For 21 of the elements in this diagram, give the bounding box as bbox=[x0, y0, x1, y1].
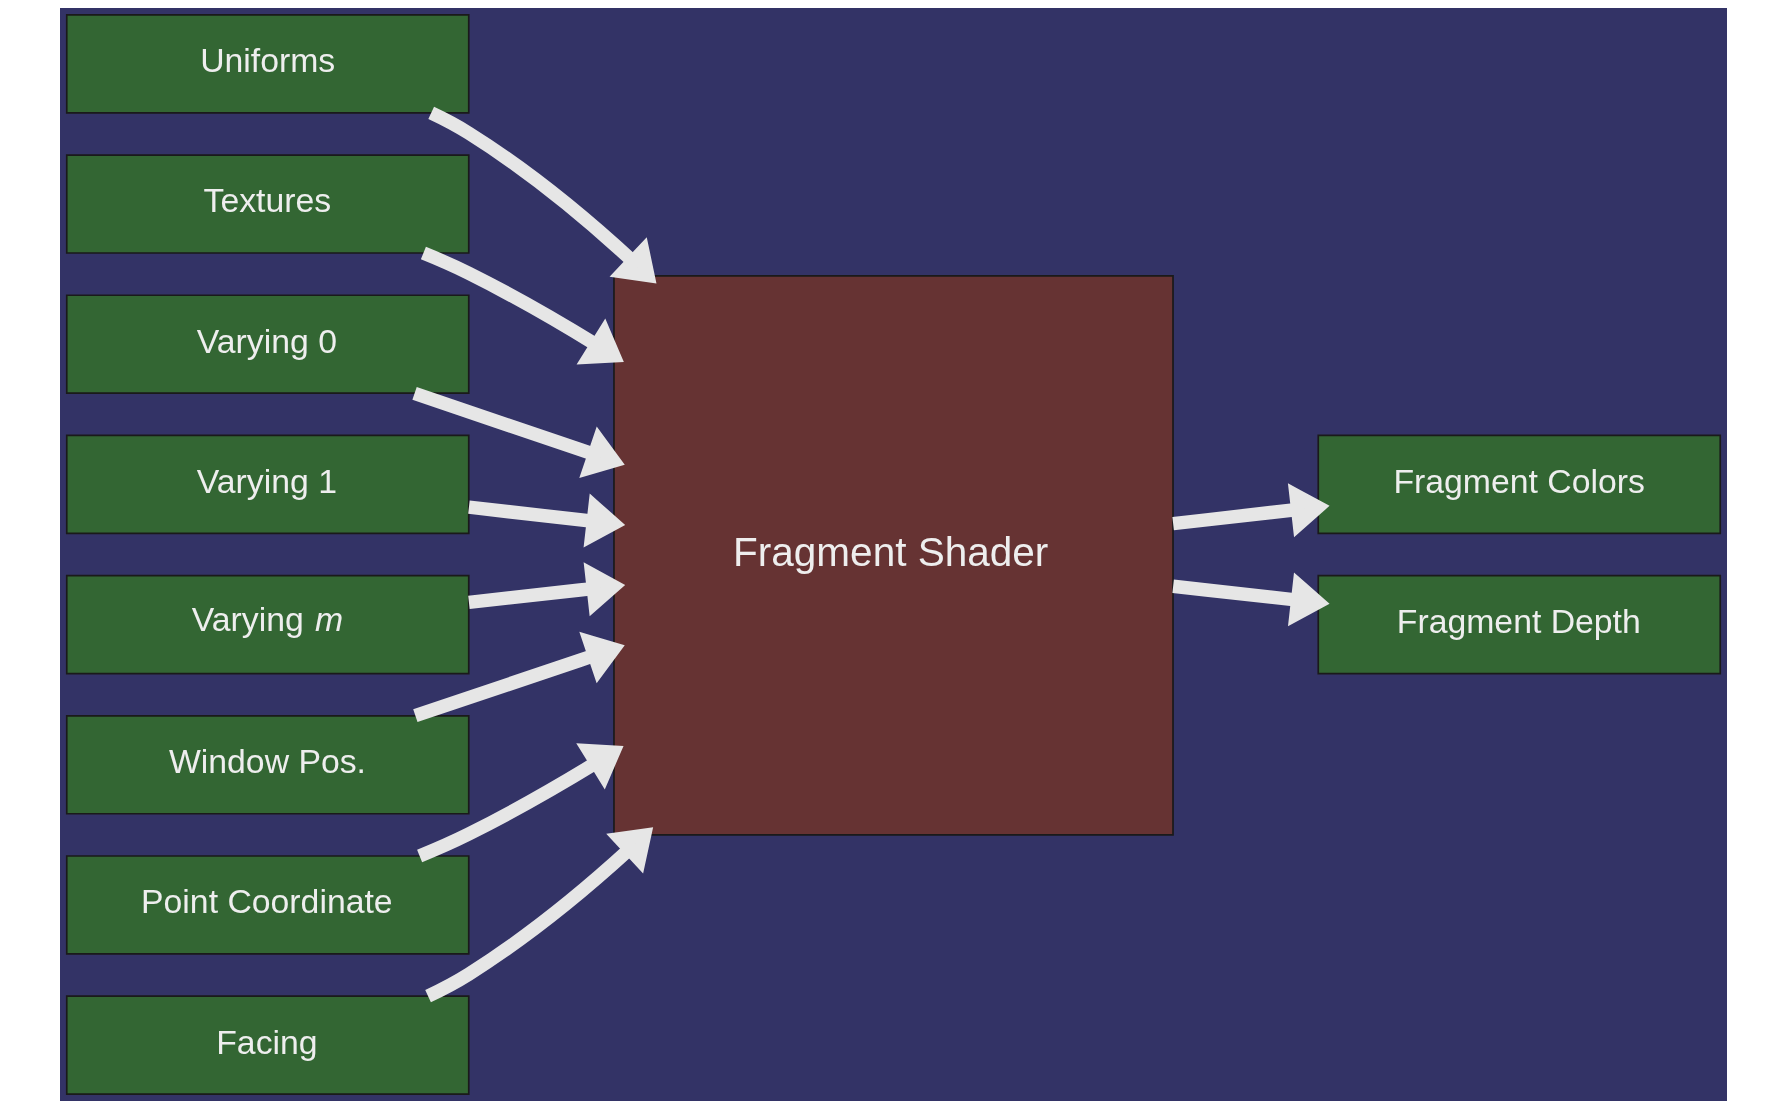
node-box: Point Coordinate bbox=[65, 855, 470, 955]
node-box: Varying 0 bbox=[65, 294, 470, 395]
node-box: Varying 1 bbox=[65, 434, 470, 535]
node-box: Fragment Depth bbox=[1316, 574, 1721, 675]
arrow bbox=[1171, 572, 1330, 627]
node-box: Fragment Colors bbox=[1316, 434, 1721, 535]
arrow bbox=[467, 562, 625, 617]
node-box: Uniforms bbox=[65, 14, 470, 114]
arrow bbox=[1171, 483, 1330, 538]
node-box: Facing bbox=[65, 995, 470, 1095]
node-box: Window Pos. bbox=[65, 714, 470, 815]
arrow bbox=[420, 246, 624, 365]
arrow bbox=[467, 493, 625, 548]
arrow bbox=[427, 106, 656, 284]
node-box: Textures bbox=[65, 154, 470, 254]
node-box: Varying m bbox=[65, 574, 470, 675]
arrow bbox=[424, 827, 653, 1003]
arrow bbox=[411, 387, 625, 478]
node-box: Fragment Shader bbox=[612, 274, 1174, 836]
arrow bbox=[416, 743, 624, 863]
arrow bbox=[412, 631, 625, 723]
